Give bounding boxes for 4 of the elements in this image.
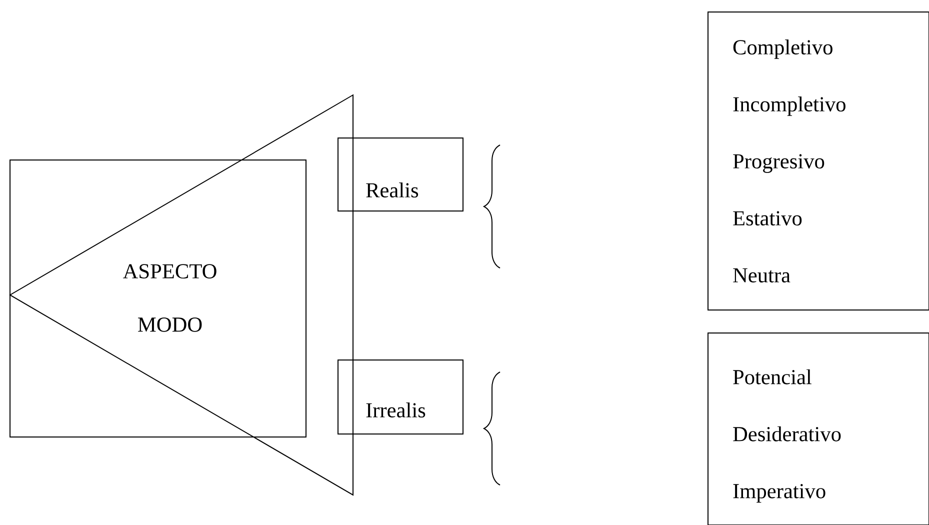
label-box: Irrealis (338, 360, 464, 434)
list-box: Completivo Incompletivo Progresivo Estativo Neutra (708, 12, 929, 310)
label-box: Realis (338, 138, 464, 212)
list-box: Potencial Desiderativo Imperativo (708, 332, 929, 525)
